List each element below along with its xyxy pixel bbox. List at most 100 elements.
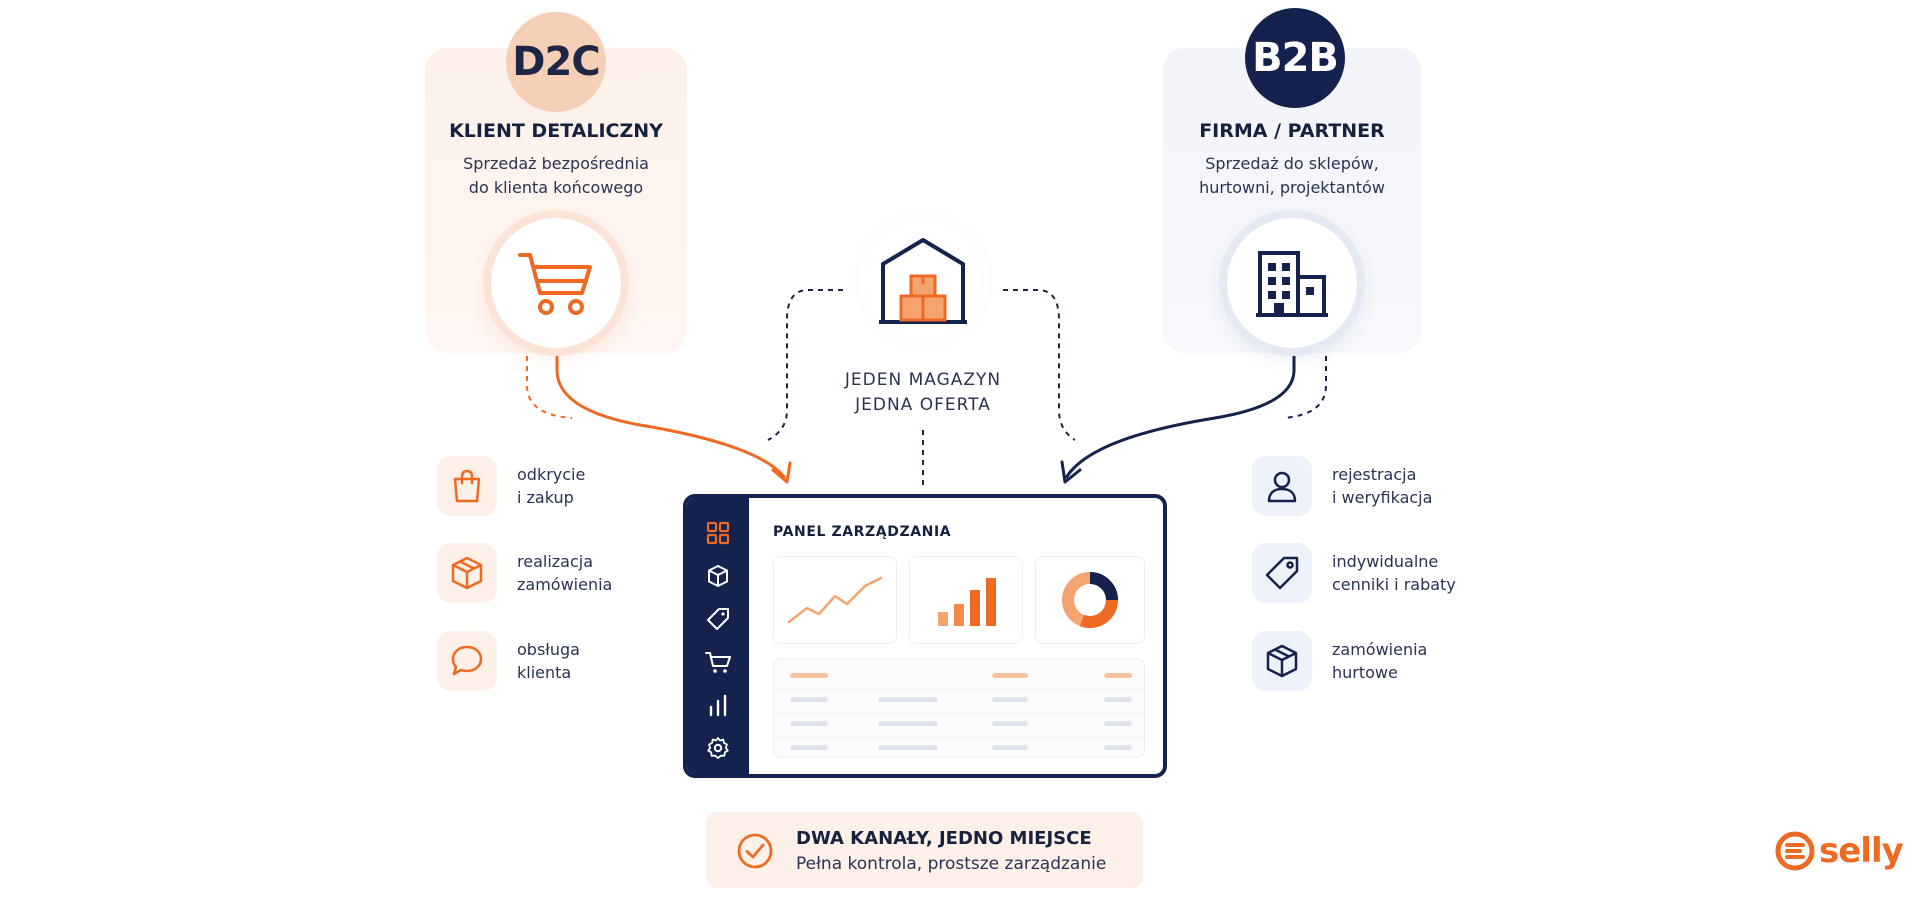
b2b-subtitle: Sprzedaż do sklepów, hurtowni, projektan…	[1142, 152, 1442, 200]
checkmark-circle-icon	[737, 833, 773, 869]
table-cell-bar	[878, 697, 938, 702]
line-chart-graphic	[787, 576, 883, 624]
warehouse-right-dashed	[1003, 289, 1076, 441]
price-tag-icon	[1265, 556, 1299, 590]
left-feature-2-line1: realizacja	[517, 552, 594, 571]
right-feature-2-icon-box	[1252, 543, 1312, 603]
table-cell-bar	[992, 745, 1028, 750]
right-feature-3-icon-box	[1252, 631, 1312, 691]
warehouse-circle	[853, 210, 993, 350]
right-feature-2: indywidualne cenniki i rabaty	[1252, 543, 1456, 603]
d2c-title: KLIENT DETALICZNY	[449, 120, 663, 142]
package-box-icon	[451, 556, 483, 590]
shopping-cart-icon	[518, 253, 592, 315]
panel-sidebar	[687, 498, 749, 774]
left-feature-2-text: realizacja zamówienia	[517, 550, 612, 596]
d2c-dashed-line	[526, 356, 573, 419]
right-feature-1-line1: rejestracja	[1332, 465, 1417, 484]
bar-chart-widget	[909, 556, 1023, 644]
shopping-bag-icon	[453, 469, 481, 503]
bar-chart-icon[interactable]	[705, 692, 731, 718]
left-feature-1: odkrycie i zakup	[437, 456, 585, 516]
b2b-dashed-line	[1282, 356, 1327, 419]
management-panel: PANEL ZARZĄDZANIA	[683, 494, 1167, 778]
cart-icon[interactable]	[705, 649, 731, 675]
tag-icon[interactable]	[705, 606, 731, 632]
left-feature-1-icon-box	[437, 456, 497, 516]
right-feature-1-line2: i weryfikacja	[1332, 488, 1433, 507]
left-feature-2-line2: zamówienia	[517, 575, 613, 594]
left-feature-3-line1: obsługa	[517, 640, 580, 659]
right-feature-1: rejestracja i weryfikacja	[1252, 456, 1432, 516]
left-feature-2-icon-box	[437, 543, 497, 603]
right-feature-1-text: rejestracja i weryfikacja	[1332, 463, 1432, 509]
right-feature-2-line1: indywidualne	[1332, 552, 1439, 571]
d2c-icon-circle	[491, 218, 621, 348]
table-cell-bar	[878, 745, 938, 750]
d2c-arrowhead	[771, 461, 792, 484]
donut-chart-graphic	[1062, 572, 1118, 628]
d2c-subtitle-line2: do klienta końcowego	[468, 178, 644, 197]
left-feature-3-text: obsługa klienta	[517, 638, 580, 684]
d2c-subtitle-line1: Sprzedaż bezpośrednia	[463, 154, 649, 173]
banner-subtitle: Pełna kontrola, prostsze zarządzanie	[796, 854, 1107, 874]
left-feature-1-line1: odkrycie	[517, 465, 586, 484]
right-feature-2-line2: cenniki i rabaty	[1332, 575, 1456, 594]
b2b-arrow-line	[1064, 356, 1296, 479]
b2b-title: FIRMA / PARTNER	[1199, 120, 1385, 142]
dashboard-grid-icon[interactable]	[705, 520, 731, 546]
banner-title: DWA KANAŁY, JEDNO MIEJSCE	[796, 828, 1092, 849]
warehouse-label-line1: JEDEN MAGAZYN	[844, 370, 1002, 390]
table-row-divider	[774, 713, 1144, 714]
b2b-subtitle-line1: Sprzedaż do sklepów,	[1205, 154, 1379, 173]
table-row-divider	[774, 737, 1144, 738]
chat-bubble-icon	[451, 645, 483, 676]
left-feature-3-line2: klienta	[517, 663, 572, 682]
selly-logo-icon	[1775, 831, 1815, 871]
right-feature-2-text: indywidualne cenniki i rabaty	[1332, 550, 1456, 596]
table-cell-bar	[1104, 721, 1132, 726]
d2c-badge: D2C	[506, 12, 606, 112]
table-header-bar	[1104, 673, 1132, 678]
right-feature-3: zamówienia hurtowe	[1252, 631, 1427, 691]
table-cell-bar	[878, 721, 938, 726]
b2b-badge: B2B	[1245, 8, 1345, 108]
right-feature-3-text: zamówienia hurtowe	[1332, 638, 1427, 684]
d2c-arrow-line	[555, 356, 787, 479]
settings-gear-icon[interactable]	[705, 735, 731, 761]
warehouse-label-line2: JEDNA OFERTA	[855, 395, 991, 415]
table-cell-bar	[790, 745, 828, 750]
table-cell-bar	[790, 721, 828, 726]
warehouse-label: JEDEN MAGAZYN JEDNA OFERTA	[800, 368, 1046, 418]
right-feature-3-line1: zamówienia	[1332, 640, 1428, 659]
table-row-divider	[774, 689, 1144, 690]
left-feature-3-icon-box	[437, 631, 497, 691]
summary-banner: DWA KANAŁY, JEDNO MIEJSCE Pełna kontrola…	[706, 812, 1143, 888]
right-feature-1-icon-box	[1252, 456, 1312, 516]
bar-chart-graphic	[938, 578, 996, 626]
warehouse-left-dashed	[767, 289, 843, 441]
line-chart-widget	[773, 556, 897, 644]
table-cell-bar	[790, 697, 828, 702]
data-table-placeholder	[773, 658, 1145, 758]
table-cell-bar	[992, 697, 1028, 702]
table-header-bar	[992, 673, 1028, 678]
b2b-arrowhead	[1060, 460, 1082, 484]
left-feature-2: realizacja zamówienia	[437, 543, 612, 603]
warehouse-icon	[879, 238, 967, 324]
d2c-subtitle: Sprzedaż bezpośrednia do klienta końcowe…	[406, 152, 706, 200]
box-icon[interactable]	[705, 563, 731, 589]
left-feature-1-text: odkrycie i zakup	[517, 463, 585, 509]
panel-title: PANEL ZARZĄDZANIA	[773, 524, 952, 540]
brand-name: selly	[1819, 831, 1904, 871]
brand-logo: selly	[1774, 830, 1904, 872]
table-header-bar	[790, 673, 828, 678]
package-box-icon	[1266, 644, 1298, 678]
right-feature-3-line2: hurtowe	[1332, 663, 1398, 682]
table-cell-bar	[992, 721, 1028, 726]
office-building-icon	[1256, 251, 1328, 317]
left-feature-1-line2: i zakup	[517, 488, 574, 507]
table-cell-bar	[1104, 697, 1132, 702]
b2b-icon-circle	[1227, 218, 1357, 348]
